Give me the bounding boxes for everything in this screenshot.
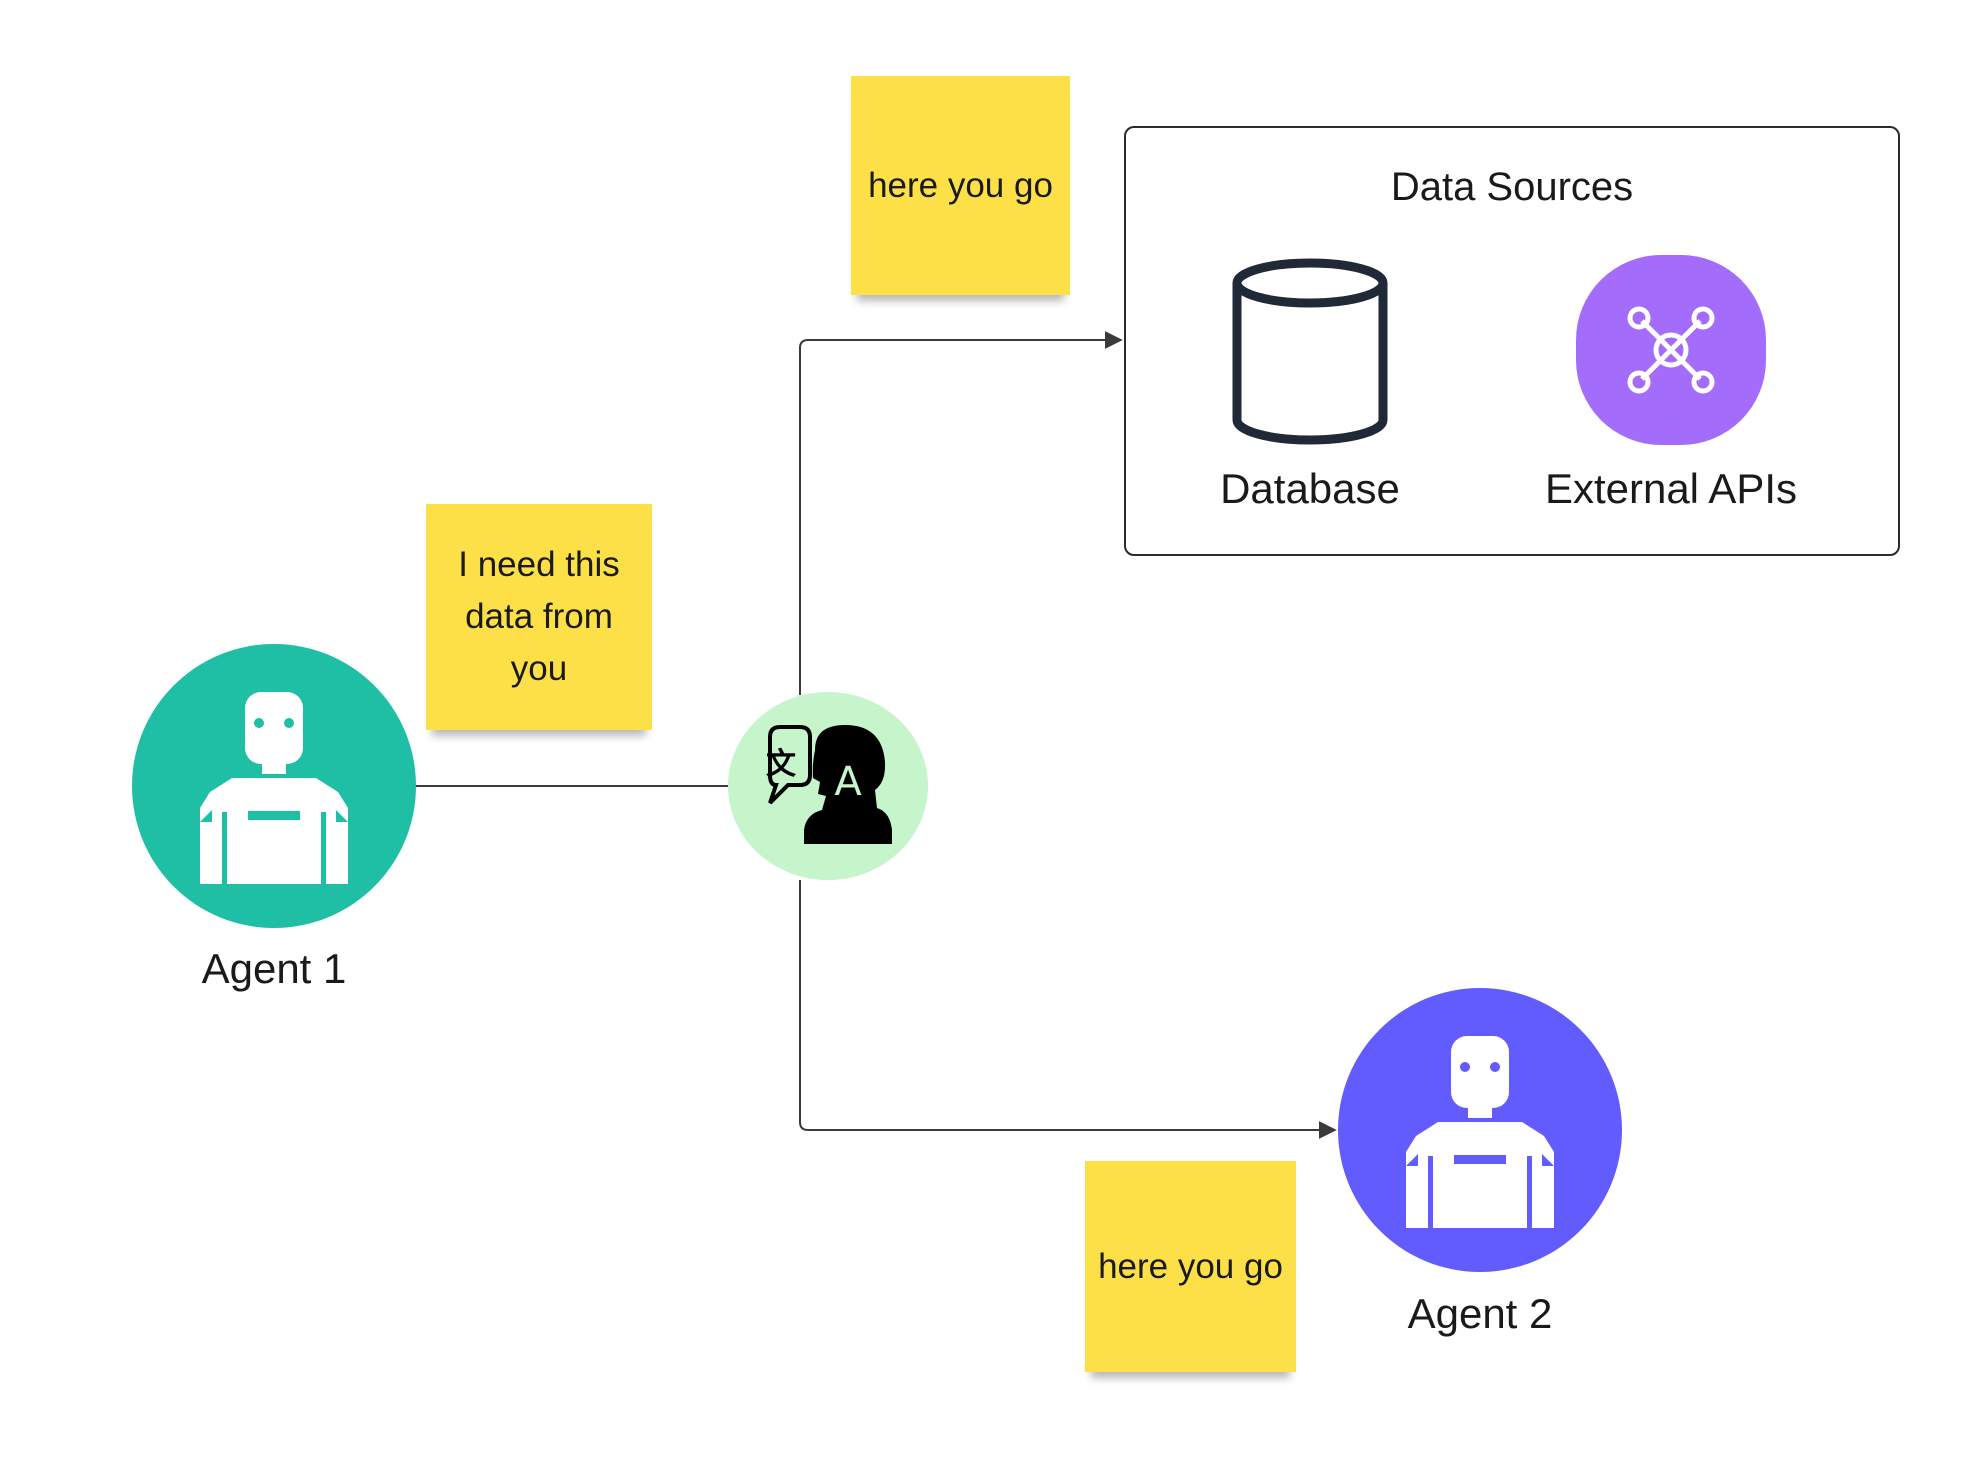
robot-icon	[1406, 1036, 1554, 1228]
agent1-node[interactable]	[132, 644, 416, 928]
database-label: Database	[1220, 465, 1400, 512]
external-apis-node[interactable]	[1576, 255, 1766, 445]
sticky-note-request[interactable]: I need this data from you	[426, 504, 652, 730]
sticky-note-reply-bottom[interactable]: here you go	[1085, 1161, 1296, 1372]
connector-translator-data-sources	[799, 331, 1123, 695]
external-apis-label: External APIs	[1544, 465, 1798, 512]
agent2-node[interactable]	[1338, 988, 1622, 1272]
robot-details	[200, 718, 348, 884]
database-cylinder-icon	[1232, 258, 1388, 445]
network-hub-icon	[1627, 306, 1715, 394]
robot-details	[1406, 1062, 1554, 1228]
data-sources-title: Data Sources	[1390, 165, 1634, 209]
robot-icon	[200, 692, 348, 884]
connector-translator-agent2	[799, 880, 1337, 1139]
agent1-label: Agent 1	[201, 945, 347, 992]
translate-person-icon: 文 A	[766, 725, 892, 844]
svg-text:A: A	[834, 759, 862, 805]
data-sources-container[interactable]	[1124, 126, 1900, 556]
svg-text:文: 文	[766, 747, 796, 782]
translator-node[interactable]: 文 A	[728, 692, 928, 880]
sticky-note-reply-top[interactable]: here you go	[851, 76, 1070, 295]
agent2-label: Agent 2	[1407, 1290, 1553, 1337]
